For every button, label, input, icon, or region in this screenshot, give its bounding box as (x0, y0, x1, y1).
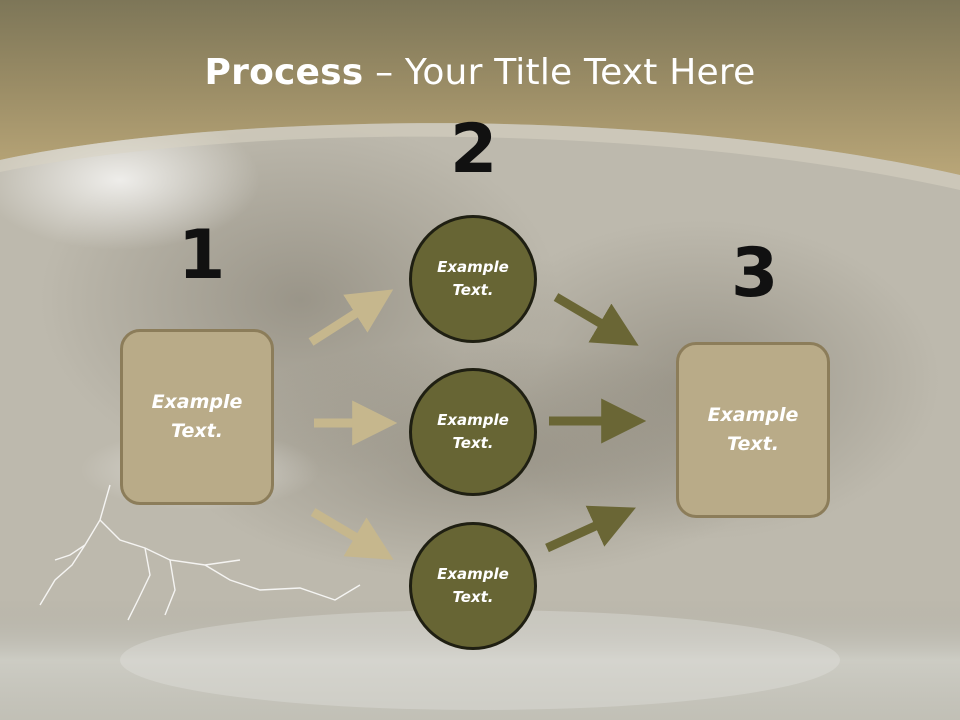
slide-title: Process – Your Title Text Here (0, 52, 960, 93)
step-3-text: Example Text. (707, 404, 799, 455)
circle-top-text: Example Text. (437, 258, 509, 299)
arrow-circle-top-to-box3 (553, 293, 639, 346)
step-2-circle-middle: Example Text. (409, 368, 537, 496)
title-bold-text: Process (204, 52, 364, 93)
circle-middle-text: Example Text. (437, 411, 509, 452)
arrow-circle-bottom-to-box3 (545, 505, 636, 553)
arrow-box1-to-circle-top (308, 289, 394, 346)
step-3-box: Example Text. (676, 342, 830, 518)
step-number-2: 2 (450, 110, 498, 189)
arrow-box1-to-circle-bottom (310, 508, 394, 560)
title-rest-text: – Your Title Text Here (363, 52, 756, 93)
step-1-text: Example Text. (151, 391, 243, 442)
step-number-3: 3 (731, 234, 779, 313)
step-2-circle-bottom: Example Text. (409, 522, 537, 650)
circle-bottom-text: Example Text. (437, 565, 509, 606)
step-2-circle-top: Example Text. (409, 215, 537, 343)
step-number-1: 1 (178, 216, 226, 295)
step-1-box: Example Text. (120, 329, 274, 505)
